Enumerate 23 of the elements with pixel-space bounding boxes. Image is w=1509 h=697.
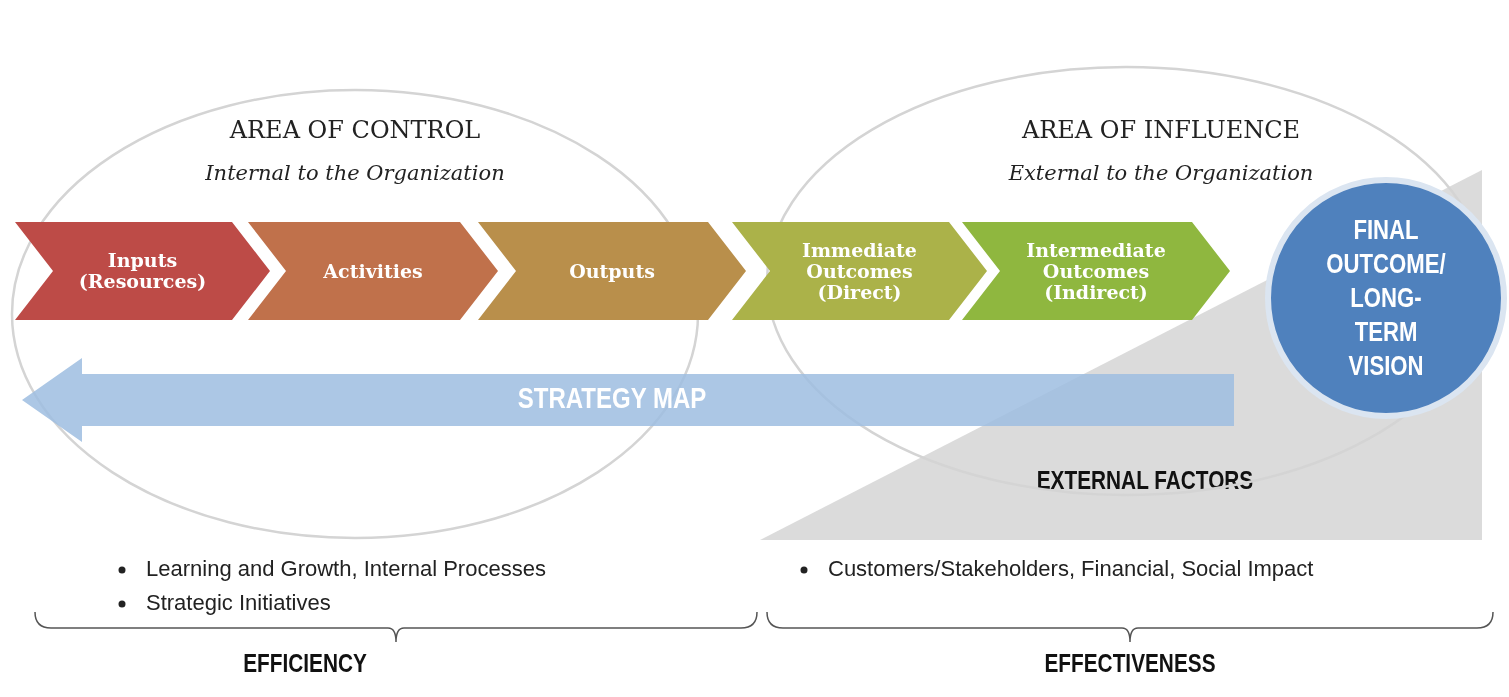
chevron-shape xyxy=(15,222,270,320)
bullet-text: Learning and Growth, Internal Processes xyxy=(146,556,546,581)
area-title: AREA OF CONTROL xyxy=(228,116,482,144)
chevron-shape xyxy=(248,222,498,320)
section-heading: EFFECTIVENESS xyxy=(1043,648,1217,679)
bullet-text: Customers/Stakeholders, Financial, Social Impact xyxy=(828,556,1314,581)
triangle-label: EXTERNAL FACTORS xyxy=(1035,465,1255,496)
area-subtitle: Internal to the Organization xyxy=(204,161,506,185)
arrow-label: STRATEGY MAP xyxy=(516,381,708,415)
chevron-label: Outputs xyxy=(568,260,656,282)
chevron-label: Activities xyxy=(322,260,424,282)
chevron-shape xyxy=(962,222,1230,320)
bullet-text: Strategic Initiatives xyxy=(146,590,331,615)
circle-label: FINAL OUTCOME/ LONG-TERM VISION xyxy=(1325,214,1447,383)
chevron-label: Intermediate Outcomes (Indirect) xyxy=(1025,239,1167,303)
chevron-label: Immediate Outcomes (Direct) xyxy=(801,239,918,303)
chevron-shape xyxy=(478,222,746,320)
section-heading: EFFICIENCY xyxy=(242,648,368,679)
chevron-label: Inputs (Resources) xyxy=(77,250,208,292)
chevron-shape xyxy=(732,222,987,320)
area-title: AREA OF INFLUENCE xyxy=(1020,116,1302,144)
arrow-shape xyxy=(22,358,1234,442)
area-subtitle: External to the Organization xyxy=(1007,161,1315,185)
